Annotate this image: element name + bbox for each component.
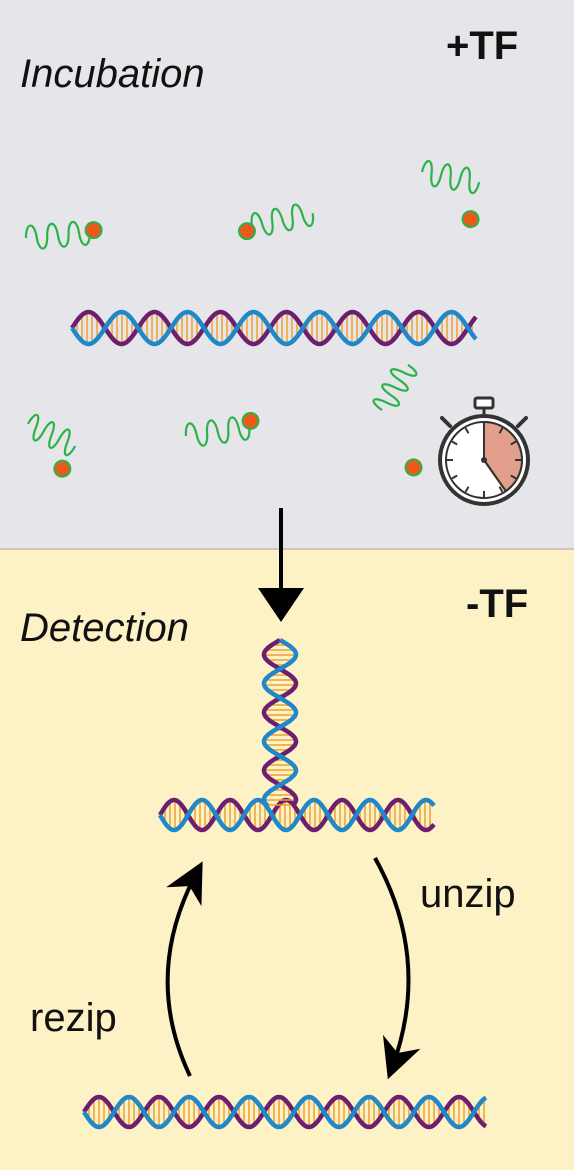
tf-protein: [237, 203, 315, 241]
down-arrow-icon: [258, 508, 304, 622]
stopwatch-tick: [510, 440, 517, 446]
dna-strand: [82, 1094, 488, 1130]
tf-protein: [24, 220, 103, 250]
dna-duplex-with-hairpin: [158, 797, 436, 833]
dna-strand: [158, 797, 436, 833]
stopwatch-icon: [438, 396, 530, 506]
tf-chain: [250, 203, 315, 236]
detection-condition-label: -TF: [466, 582, 529, 626]
detection-panel: [0, 549, 574, 1170]
tf-protein: [372, 364, 423, 477]
curved-arrow-icon: [373, 857, 421, 1080]
dna-strand: [261, 638, 299, 808]
unzip-label: unzip: [420, 872, 516, 916]
stopwatch-tick: [464, 486, 470, 493]
tf-chain: [184, 416, 251, 447]
tf-bead: [461, 210, 480, 229]
tf-chain: [27, 413, 77, 457]
dna-hairpin-stem: [261, 638, 299, 808]
tf-bead: [237, 222, 256, 241]
dna-strand: [70, 309, 478, 347]
dna-strand: [158, 797, 436, 833]
tf-chain: [420, 159, 481, 195]
incubation-condition-label: +TF: [446, 24, 519, 68]
transcription-factors: [24, 159, 481, 478]
stopwatch-tick: [510, 474, 517, 480]
tf-protein: [420, 159, 481, 229]
detection-title: Detection: [20, 606, 189, 650]
tf-bead: [53, 459, 72, 478]
dna-strand: [261, 638, 299, 808]
tf-chain: [372, 364, 418, 411]
stopwatch-tick: [498, 486, 504, 493]
tf-chain: [24, 220, 91, 250]
incubation-title: Incubation: [20, 52, 205, 96]
stopwatch-tick: [451, 440, 458, 446]
tf-bead: [241, 411, 260, 430]
stopwatch-tick: [451, 474, 458, 480]
dna-strand: [82, 1094, 488, 1130]
rezip-label: rezip: [30, 996, 117, 1040]
stopwatch-tick: [498, 427, 504, 434]
tf-bead: [84, 221, 103, 240]
curved-arrow-icon: [165, 861, 203, 1077]
dna-duplex-incubation: [70, 309, 478, 347]
dna-duplex-unzipped: [82, 1094, 488, 1130]
stopwatch-tick: [464, 427, 470, 434]
tf-bead: [404, 458, 423, 477]
tf-protein: [184, 411, 260, 447]
tf-protein: [27, 413, 77, 478]
